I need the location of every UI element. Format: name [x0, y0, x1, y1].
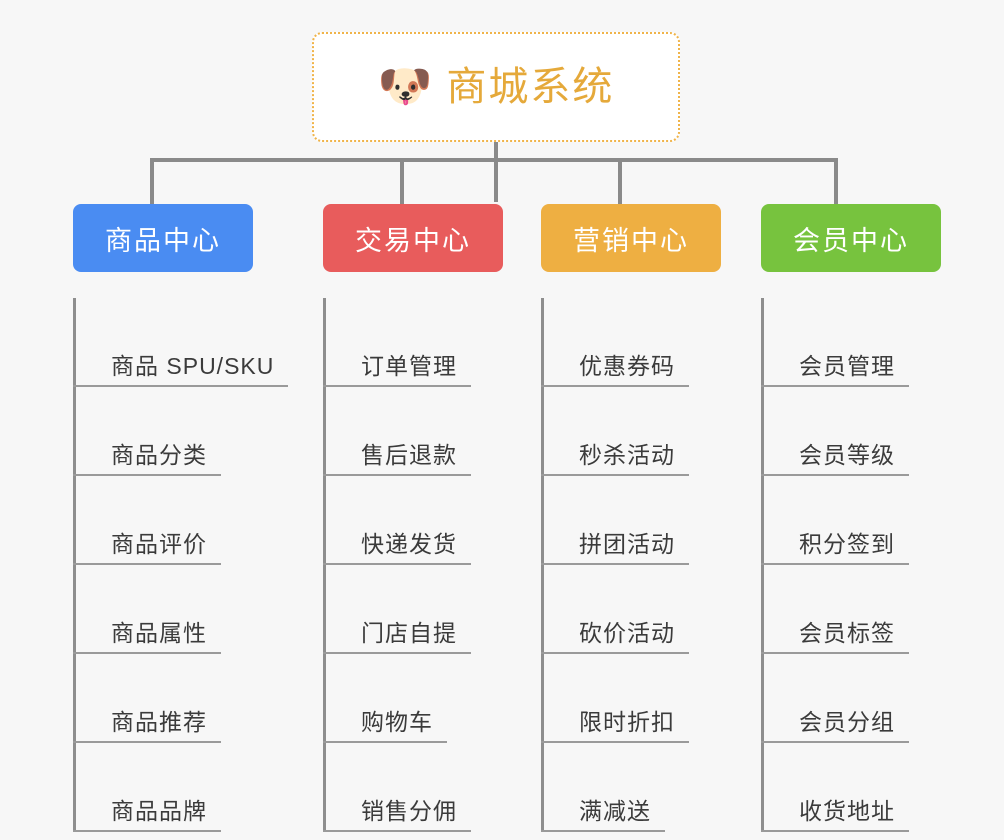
root-title: 商城系统: [446, 65, 615, 109]
leaf-list-member-center: 会员管理 会员等级 积分签到 会员标签 会员分组 收货地址: [761, 298, 981, 832]
branch-spine: [73, 298, 76, 832]
branch-header-label: 营销中心: [573, 225, 689, 256]
leaf-label: 秒杀活动: [541, 442, 689, 476]
leaf-list-trade-center: 订单管理 售后退款 快递发货 门店自提 购物车 销售分佣: [323, 298, 543, 832]
connector-drop-trade-center: [400, 158, 404, 206]
list-item[interactable]: 门店自提: [323, 565, 543, 654]
leaf-label: 砍价活动: [541, 620, 689, 654]
connector-horizontal-bus: [150, 158, 838, 162]
connector-root-stem: [494, 142, 498, 202]
branch-header-member-center[interactable]: 会员中心: [761, 204, 941, 272]
branch-header-label: 会员中心: [793, 225, 909, 256]
leaf-list-product-center: 商品 SPU/SKU 商品分类 商品评价 商品属性 商品推荐 商品品牌: [73, 298, 293, 832]
list-item[interactable]: 订单管理: [323, 298, 543, 387]
leaf-label: 商品推荐: [73, 709, 221, 743]
leaf-label: 商品分类: [73, 442, 221, 476]
connector-drop-member-center: [834, 158, 838, 206]
leaf-label: 售后退款: [323, 442, 471, 476]
leaf-list-marketing-center: 优惠券码 秒杀活动 拼团活动 砍价活动 限时折扣 满减送: [541, 298, 761, 832]
connector-drop-marketing-center: [618, 158, 622, 206]
leaf-label: 积分签到: [761, 531, 909, 565]
list-item[interactable]: 销售分佣: [323, 743, 543, 832]
list-item[interactable]: 商品品牌: [73, 743, 293, 832]
list-item[interactable]: 限时折扣: [541, 654, 761, 743]
leaf-label: 会员管理: [761, 353, 909, 387]
list-item[interactable]: 售后退款: [323, 387, 543, 476]
leaf-label: 订单管理: [323, 353, 471, 387]
list-item[interactable]: 商品评价: [73, 476, 293, 565]
leaf-label: 销售分佣: [323, 798, 471, 832]
list-item[interactable]: 优惠券码: [541, 298, 761, 387]
leaf-label: 商品 SPU/SKU: [73, 353, 289, 387]
leaf-label: 购物车: [323, 709, 447, 743]
list-item[interactable]: 会员标签: [761, 565, 981, 654]
list-item[interactable]: 会员管理: [761, 298, 981, 387]
branch-header-label: 商品中心: [105, 225, 221, 256]
list-item[interactable]: 商品推荐: [73, 654, 293, 743]
leaf-label: 会员分组: [761, 709, 909, 743]
list-item[interactable]: 满减送: [541, 743, 761, 832]
branch-header-marketing-center[interactable]: 营销中心: [541, 204, 721, 272]
branch-spine: [323, 298, 326, 832]
branch-header-label: 交易中心: [355, 225, 471, 256]
branch-spine: [761, 298, 764, 832]
leaf-label: 商品评价: [73, 531, 221, 565]
list-item[interactable]: 积分签到: [761, 476, 981, 565]
list-item[interactable]: 收货地址: [761, 743, 981, 832]
leaf-label: 快递发货: [323, 531, 471, 565]
leaf-label: 商品属性: [73, 620, 221, 654]
list-item[interactable]: 砍价活动: [541, 565, 761, 654]
branch-column-marketing-center: 营销中心 优惠券码 秒杀活动 拼团活动 砍价活动 限时折扣 满减送: [541, 204, 761, 832]
list-item[interactable]: 会员等级: [761, 387, 981, 476]
list-item[interactable]: 秒杀活动: [541, 387, 761, 476]
branch-header-trade-center[interactable]: 交易中心: [323, 204, 503, 272]
leaf-label: 优惠券码: [541, 353, 689, 387]
leaf-label: 拼团活动: [541, 531, 689, 565]
connector-drop-product-center: [150, 158, 154, 206]
root-node[interactable]: 🐶 商城系统: [312, 32, 680, 142]
leaf-label: 门店自提: [323, 620, 471, 654]
branch-header-product-center[interactable]: 商品中心: [73, 204, 253, 272]
list-item[interactable]: 会员分组: [761, 654, 981, 743]
leaf-label: 满减送: [541, 798, 665, 832]
branch-spine: [541, 298, 544, 832]
list-item[interactable]: 商品分类: [73, 387, 293, 476]
list-item[interactable]: 商品属性: [73, 565, 293, 654]
leaf-label: 会员标签: [761, 620, 909, 654]
list-item[interactable]: 商品 SPU/SKU: [73, 298, 293, 387]
shiba-dog-face-icon: 🐶: [377, 62, 433, 111]
list-item[interactable]: 快递发货: [323, 476, 543, 565]
branch-column-trade-center: 交易中心 订单管理 售后退款 快递发货 门店自提 购物车 销售分佣: [323, 204, 543, 832]
branch-column-product-center: 商品中心 商品 SPU/SKU 商品分类 商品评价 商品属性 商品推荐 商品品牌: [73, 204, 293, 832]
list-item[interactable]: 拼团活动: [541, 476, 761, 565]
leaf-label: 收货地址: [761, 798, 909, 832]
list-item[interactable]: 购物车: [323, 654, 543, 743]
leaf-label: 商品品牌: [73, 798, 221, 832]
leaf-label: 限时折扣: [541, 709, 689, 743]
branch-column-member-center: 会员中心 会员管理 会员等级 积分签到 会员标签 会员分组 收货地址: [761, 204, 981, 832]
leaf-label: 会员等级: [761, 442, 909, 476]
